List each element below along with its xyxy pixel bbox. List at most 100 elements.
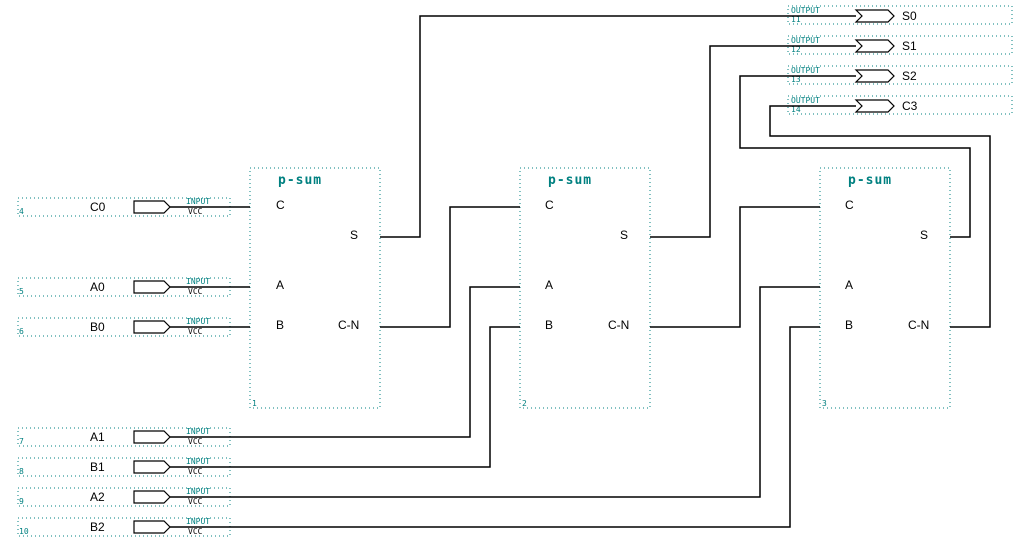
- input-pin-default: VCC: [188, 437, 203, 446]
- wires: [170, 15, 991, 528]
- wire-block1-s-to-s0[interactable]: [380, 15, 856, 238]
- output-pin-name: C3: [902, 99, 918, 113]
- wire-b1-to-block2-b[interactable]: [170, 326, 520, 468]
- block-title: p-sum: [548, 173, 592, 188]
- input-pin-b2[interactable]: 10 B2 INPUT VCC: [17, 517, 231, 537]
- input-pin-c0[interactable]: 4 C0 INPUT VCC: [17, 197, 231, 217]
- block-number: 2: [522, 399, 527, 408]
- output-pin-s2[interactable]: OUTPUT 13 S2: [787, 65, 1013, 85]
- output-pin-number: 11: [791, 15, 801, 24]
- output-pin-type: OUTPUT: [791, 6, 820, 15]
- port-a: A: [276, 278, 284, 292]
- input-pin-symbol: [133, 430, 171, 444]
- output-pin-number: 14: [791, 105, 801, 114]
- input-pin-default: VCC: [188, 327, 203, 336]
- input-pin-default: VCC: [188, 207, 203, 216]
- input-pin-number: 9: [19, 497, 24, 506]
- block-frame: [819, 167, 951, 409]
- input-pin-name: A1: [90, 430, 105, 444]
- output-pin-symbol: [854, 69, 895, 83]
- output-pin-frame: [787, 35, 1013, 55]
- port-b: B: [845, 318, 853, 332]
- input-pin-symbol: [133, 520, 171, 534]
- block-frame: [249, 167, 381, 409]
- port-c-n: C-N: [908, 318, 929, 332]
- input-pin-default: VCC: [188, 527, 203, 536]
- output-pin-frame: [787, 65, 1013, 85]
- output-pin-symbol: [854, 39, 895, 53]
- port-b: B: [276, 318, 284, 332]
- port-a: A: [845, 278, 853, 292]
- port-a: A: [545, 278, 553, 292]
- input-pin-name: B1: [90, 460, 105, 474]
- wire-block2-cn-to-block3-c[interactable]: [650, 206, 820, 328]
- wire-b2-to-block3-b[interactable]: [170, 326, 820, 528]
- input-pin-type: INPUT: [186, 457, 210, 466]
- input-pin-name: A2: [90, 490, 105, 504]
- input-pin-type: INPUT: [186, 317, 210, 326]
- port-c: C: [545, 198, 554, 212]
- input-pin-number: 5: [19, 287, 24, 296]
- output-pin-s1[interactable]: OUTPUT 12 S1: [787, 35, 1013, 55]
- wire-a1-to-block2-a[interactable]: [170, 286, 520, 438]
- input-pin-type: INPUT: [186, 427, 210, 436]
- port-c-n: C-N: [338, 318, 359, 332]
- output-pin-name: S1: [902, 39, 917, 53]
- output-pin-type: OUTPUT: [791, 66, 820, 75]
- p-sum-block-1[interactable]: p-sum C S A B C-N 1: [249, 167, 381, 409]
- output-pin-symbol: [854, 9, 895, 23]
- input-pin-type: INPUT: [186, 277, 210, 286]
- output-pin-name: S2: [902, 69, 917, 83]
- p-sum-block-3[interactable]: p-sum C S A B C-N 3: [819, 167, 951, 409]
- output-pin-name: S0: [902, 9, 917, 23]
- wire-block3-cn-to-c3[interactable]: [769, 105, 991, 328]
- input-pin-type: INPUT: [186, 487, 210, 496]
- input-pin-name: B2: [90, 520, 105, 534]
- input-pin-symbol: [133, 200, 171, 214]
- input-pin-type: INPUT: [186, 197, 210, 206]
- input-pin-number: 8: [19, 467, 24, 476]
- port-c-n: C-N: [608, 318, 629, 332]
- output-pin-type: OUTPUT: [791, 36, 820, 45]
- block-number: 3: [822, 399, 827, 408]
- input-pin-number: 6: [19, 327, 24, 336]
- port-b: B: [545, 318, 553, 332]
- wire-a2-to-block3-a[interactable]: [170, 286, 820, 498]
- input-pin-default: VCC: [188, 467, 203, 476]
- output-pin-type: OUTPUT: [791, 96, 820, 105]
- p-sum-block-2[interactable]: p-sum C S A B C-N 2: [519, 167, 651, 409]
- input-pin-number: 7: [19, 437, 24, 446]
- output-pin-number: 13: [791, 75, 801, 84]
- input-pin-symbol: [133, 490, 171, 504]
- input-pin-name: B0: [90, 320, 105, 334]
- input-pin-type: INPUT: [186, 517, 210, 526]
- wire-block1-cn-to-block2-c[interactable]: [380, 206, 520, 328]
- block-title: p-sum: [278, 173, 322, 188]
- input-pin-name: C0: [90, 200, 106, 214]
- input-pin-name: A0: [90, 280, 105, 294]
- output-pin-s0[interactable]: OUTPUT 11 S0: [787, 5, 1013, 25]
- port-s: S: [350, 228, 358, 242]
- input-pin-symbol: [133, 280, 171, 294]
- input-pin-symbol: [133, 460, 171, 474]
- block-frame: [519, 167, 651, 409]
- port-c: C: [845, 198, 854, 212]
- block-number: 1: [252, 399, 257, 408]
- port-c: C: [276, 198, 285, 212]
- output-pin-frame: [787, 95, 1013, 115]
- input-pin-number: 4: [19, 207, 24, 216]
- input-pin-default: VCC: [188, 497, 203, 506]
- input-pin-symbol: [133, 320, 171, 334]
- block-title: p-sum: [848, 173, 892, 188]
- wire-block3-s-to-s2[interactable]: [739, 75, 971, 238]
- output-pin-frame: [787, 5, 1013, 25]
- input-pin-number: 10: [19, 527, 29, 536]
- port-s: S: [920, 228, 928, 242]
- wire-block2-s-to-s1[interactable]: [650, 45, 856, 238]
- input-pin-default: VCC: [188, 287, 203, 296]
- output-pin-number: 12: [791, 45, 801, 54]
- output-pin-symbol: [854, 99, 895, 113]
- output-pin-c3[interactable]: OUTPUT 14 C3: [787, 95, 1013, 115]
- port-s: S: [620, 228, 628, 242]
